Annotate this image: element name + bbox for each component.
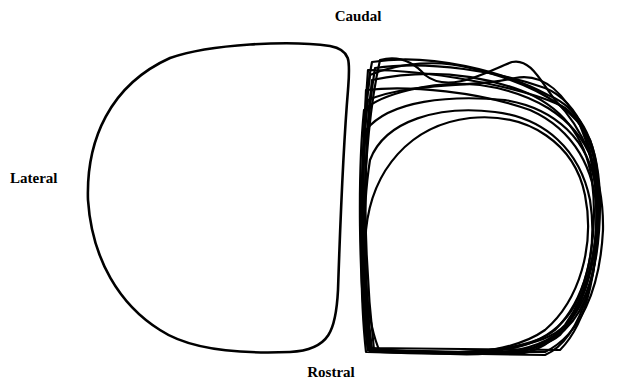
direction-label: Caudal — [335, 8, 382, 25]
lateral-outline — [88, 43, 349, 352]
medial-outlines — [360, 58, 603, 355]
direction-label: Rostral — [307, 364, 355, 381]
direction-label: Lateral — [10, 170, 57, 187]
